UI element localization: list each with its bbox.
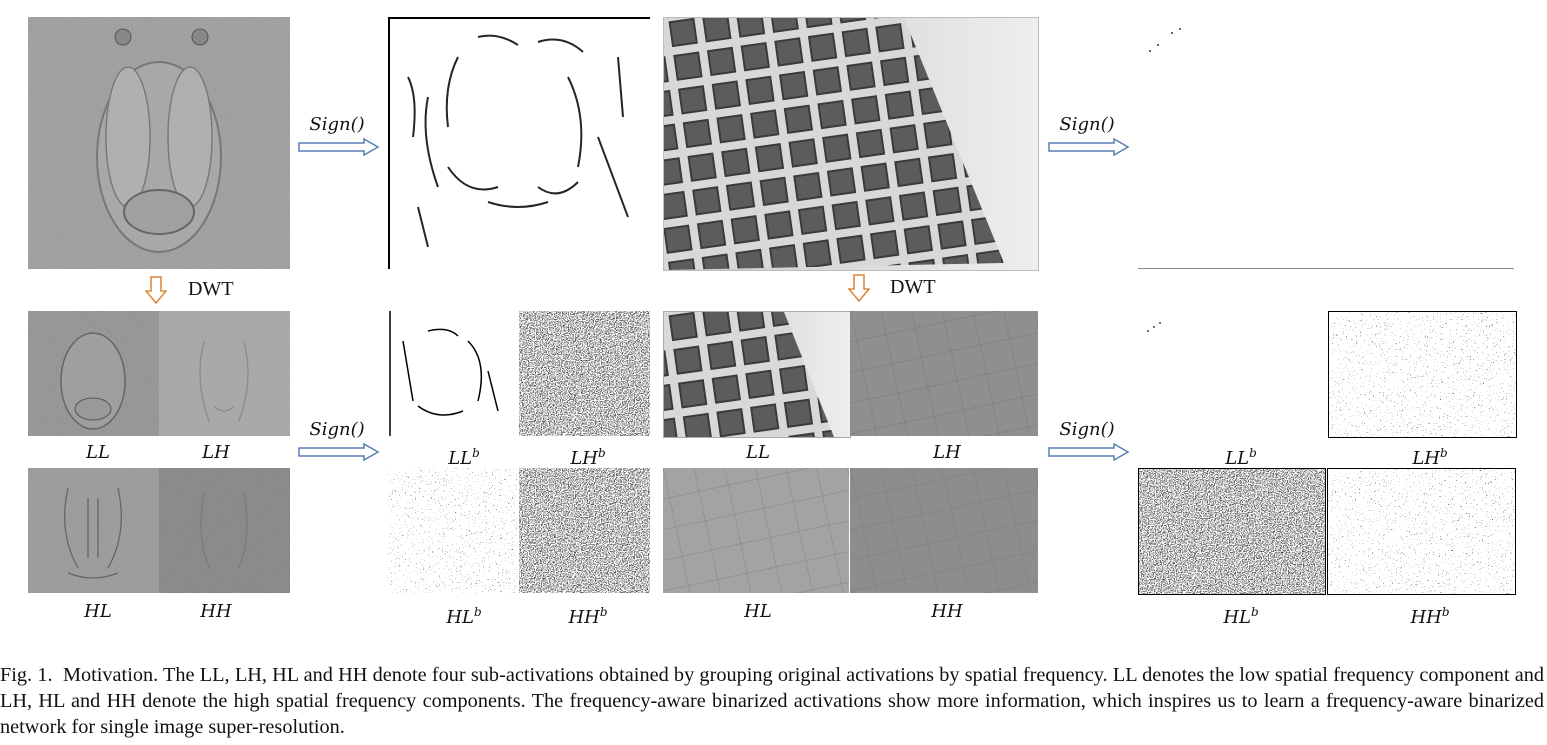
building-binarized-bottom-edge [1138, 268, 1514, 269]
label-hh-b: HHb [568, 605, 608, 628]
baboon-lh-binarized [519, 311, 650, 436]
building-hl-subband [663, 468, 849, 593]
baboon-hl-binarized [388, 468, 517, 593]
baboon-ll-binarized [388, 311, 517, 436]
sign-label-top-left: Sign() [309, 114, 365, 135]
building-lh-binarized [1328, 311, 1517, 438]
building-hl-binarized [1138, 468, 1326, 595]
baboon-original-image [28, 17, 290, 269]
sign-arrow-icon [1048, 442, 1130, 462]
label-hl-b: HLb [446, 605, 482, 628]
sign-arrow-icon [1048, 137, 1130, 157]
baboon-hh-binarized [519, 468, 650, 593]
label-lh-b: LHb [570, 446, 606, 469]
sign-label-bottom-right: Sign() [1059, 419, 1115, 440]
label-hl-b: HLb [1223, 605, 1259, 628]
label-ll: LL [86, 442, 110, 463]
building-lh-subband [850, 311, 1038, 436]
dwt-arrow-icon [847, 274, 871, 303]
building-binarized-image [1138, 17, 1514, 269]
sign-label-top-right: Sign() [1059, 114, 1115, 135]
sign-arrow-icon [298, 442, 380, 462]
label-hh: HH [931, 601, 963, 622]
dwt-label-right: DWT [890, 276, 936, 298]
figure-caption: Fig. 1. Motivation. The LL, LH, HL and H… [0, 662, 1544, 740]
label-ll-b: LLb [1225, 446, 1257, 469]
label-lh-b: LHb [1412, 446, 1448, 469]
baboon-hh-subband [159, 468, 290, 593]
label-lh: LH [933, 442, 961, 463]
caption-text: Motivation. The LL, LH, HL and HH denote… [0, 664, 1544, 738]
dwt-label-left: DWT [188, 278, 234, 300]
label-hh: HH [200, 601, 232, 622]
dwt-arrow-icon [144, 276, 168, 305]
sign-arrow-icon [298, 137, 380, 157]
building-ll-binarized [1138, 311, 1326, 436]
building-original-image [663, 17, 1039, 271]
label-ll-b: LLb [448, 446, 480, 469]
building-ll-subband [663, 311, 851, 438]
label-hh-b: HHb [1410, 605, 1450, 628]
baboon-binarized-image [388, 17, 650, 269]
baboon-lh-subband [159, 311, 290, 436]
label-ll: LL [746, 442, 770, 463]
sign-label-bottom-left: Sign() [309, 419, 365, 440]
label-lh: LH [202, 442, 230, 463]
label-hl: HL [744, 601, 772, 622]
building-hh-binarized [1327, 468, 1516, 595]
baboon-hl-subband [28, 468, 159, 593]
label-hl: HL [84, 601, 112, 622]
baboon-ll-subband [28, 311, 159, 436]
building-hh-subband [850, 468, 1038, 593]
caption-prefix: Fig. 1. [0, 664, 53, 686]
